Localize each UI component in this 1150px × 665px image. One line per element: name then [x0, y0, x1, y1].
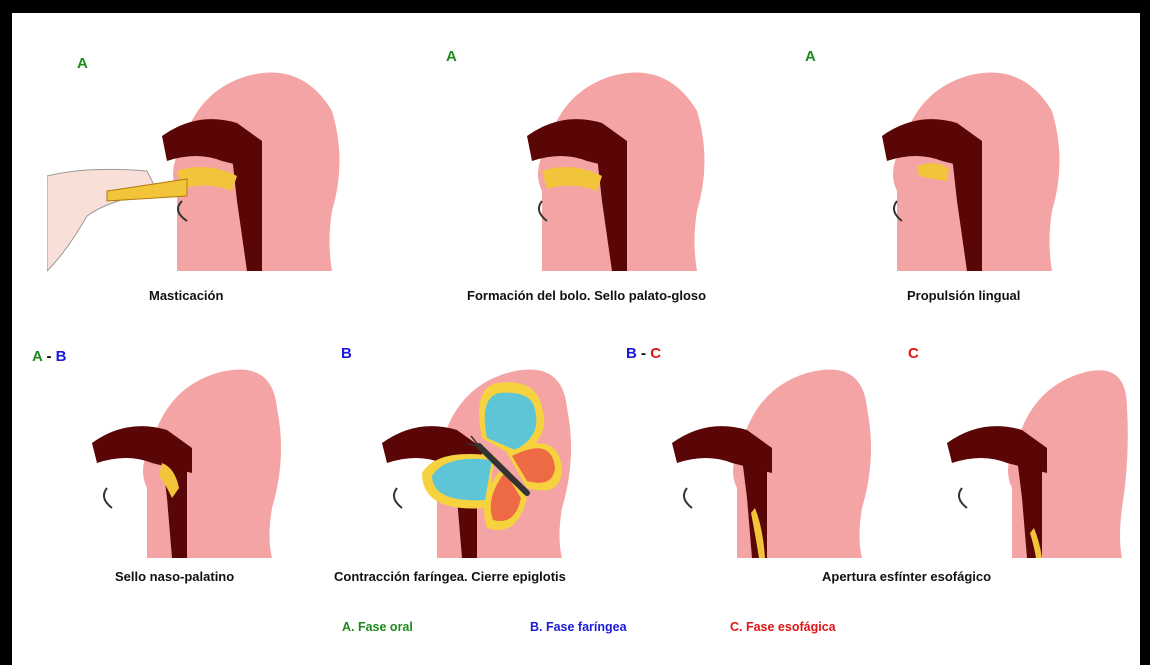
panel-propulsion [867, 51, 1067, 276]
figure-canvas: A Masticación A Formación del bolo. Sell… [12, 13, 1140, 665]
step-caption: Apertura esfínter esofágico [822, 569, 991, 584]
phase-letter: C [908, 345, 919, 362]
step-caption: Sello naso-palatino [115, 569, 234, 584]
phase-letter: B [626, 345, 637, 362]
phase-tag: A - B [32, 348, 66, 365]
phase-letter: B [56, 348, 67, 365]
head-illustration [47, 51, 347, 276]
step-caption: Masticación [149, 288, 223, 303]
legend-faringea: B. Fase faríngea [530, 620, 627, 634]
legend-esofagica: C. Fase esofágica [730, 620, 836, 634]
phase-letter: A [805, 48, 816, 65]
phase-tag: A [805, 48, 816, 65]
panel-sello-naso-palatino [87, 348, 287, 563]
phase-letter: A [77, 55, 88, 72]
phase-tag: B [341, 345, 352, 362]
head-illustration [867, 51, 1067, 276]
phase-separator: - [641, 345, 646, 362]
step-caption: Contracción faríngea. Cierre epiglotis [334, 569, 566, 584]
step-caption: Propulsión lingual [907, 288, 1020, 303]
phase-separator: - [46, 348, 51, 365]
phase-letter: A [446, 48, 457, 65]
phase-tag: C [908, 345, 919, 362]
head-illustration [942, 348, 1132, 563]
head-illustration [87, 348, 287, 563]
panel-formacion-bolo [512, 51, 712, 276]
step-caption: Formación del bolo. Sello palato-gloso [467, 288, 706, 303]
phase-letter: C [650, 345, 661, 362]
panel-masticacion [47, 51, 347, 276]
panel-contraccion-faringea [367, 348, 597, 563]
phase-letter: A [32, 348, 42, 365]
phase-tag: A [446, 48, 457, 65]
head-illustration [667, 348, 877, 563]
head-illustration [512, 51, 712, 276]
panel-apertura-esfinter-2 [942, 348, 1132, 563]
phase-tag: A [77, 55, 88, 72]
panel-apertura-esfinter-1 [667, 348, 877, 563]
head-illustration [367, 348, 597, 563]
legend-oral: A. Fase oral [342, 620, 413, 634]
phase-letter: B [341, 345, 352, 362]
phase-tag: B - C [626, 345, 661, 362]
